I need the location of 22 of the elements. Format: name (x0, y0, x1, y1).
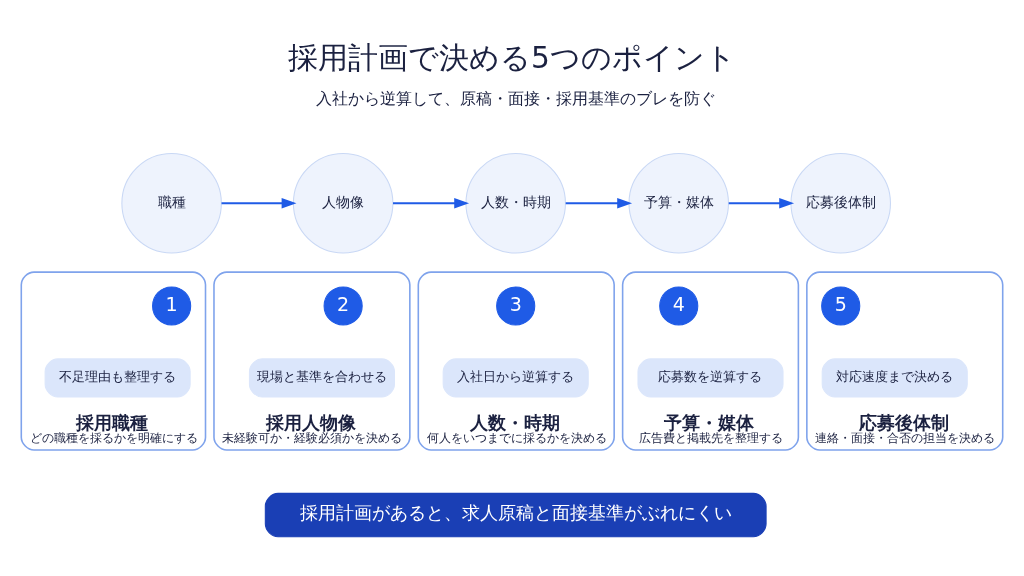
node-circle: 5 (821, 285, 861, 326)
node-circle: 2 (323, 285, 363, 326)
node-box: 不足理由も整理する (44, 357, 191, 398)
node-circle: 1 (152, 285, 192, 326)
diagram-title: 採用計画で決める5つのポイント (288, 39, 736, 75)
arrow (565, 197, 633, 208)
node-circle: 予算・媒体 (628, 152, 730, 254)
arrow (728, 197, 795, 208)
node-circle: 人物像 (292, 152, 394, 254)
arrow (393, 197, 470, 208)
arrow (221, 197, 297, 208)
node-circle: 4 (659, 285, 699, 326)
label: 入社から逆算して、原稿・面接・採用基準のブレを防ぐ (315, 88, 716, 108)
node-circle: 応募後体制 (790, 152, 891, 254)
node-box: 対応速度まで決める (821, 357, 968, 398)
node-box: 採用計画があると、求人原稿と面接基準がぶれにくい (264, 492, 767, 537)
node-box: 応募数を逆算する (637, 357, 784, 398)
node-circle: 3 (496, 285, 536, 326)
node-circle: 人数・時期 (465, 152, 566, 254)
node-box: 現場と基準を合わせる (248, 357, 395, 398)
node-box: 入社日から逆算する (442, 357, 589, 398)
node-circle: 職種 (121, 152, 222, 254)
